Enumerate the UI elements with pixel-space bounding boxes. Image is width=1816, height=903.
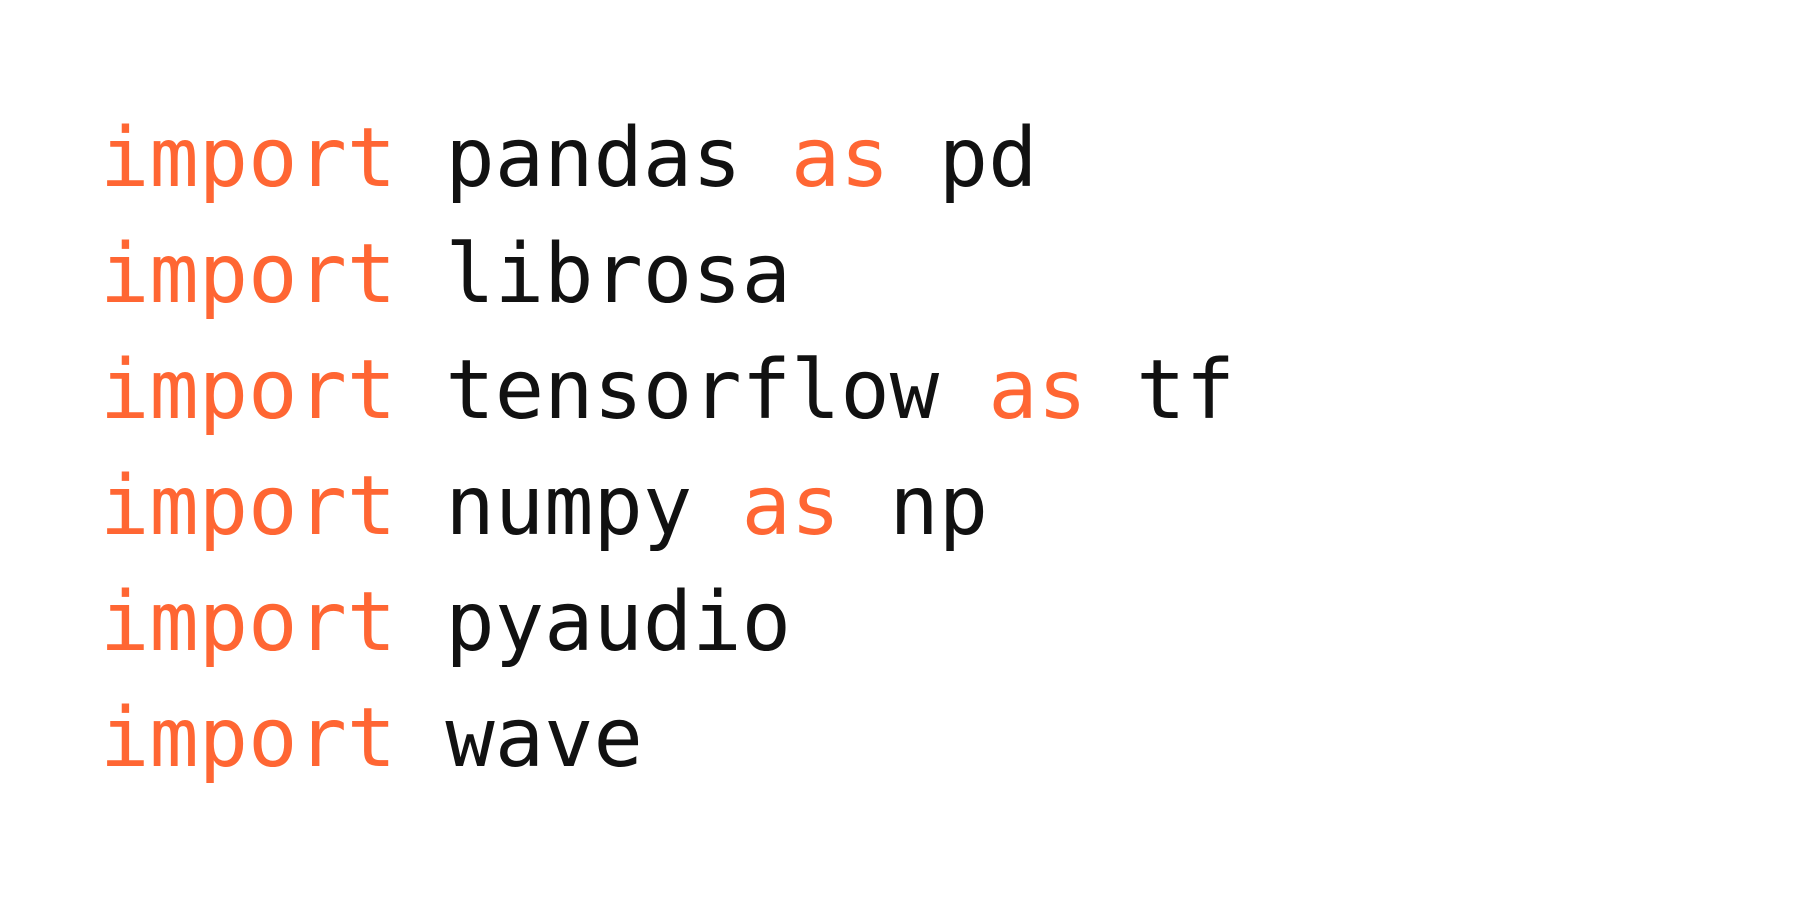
module-name: numpy xyxy=(445,459,693,554)
import-keyword: import xyxy=(100,575,397,670)
code-line: import wave xyxy=(100,681,1235,797)
import-keyword: import xyxy=(100,691,397,786)
module-alias: tf xyxy=(1136,343,1235,438)
module-alias: pd xyxy=(938,111,1038,206)
import-keyword: import xyxy=(100,343,397,438)
import-keyword: import xyxy=(100,111,397,206)
module-alias: np xyxy=(889,459,989,554)
as-keyword: as xyxy=(988,343,1088,438)
code-line: import pyaudio xyxy=(100,565,1235,681)
module-name: pandas xyxy=(445,111,742,206)
module-name: librosa xyxy=(445,227,791,322)
module-name: pyaudio xyxy=(445,575,791,670)
import-keyword: import xyxy=(100,459,397,554)
import-keyword: import xyxy=(100,227,397,322)
as-keyword: as xyxy=(790,111,890,206)
module-name: wave xyxy=(445,691,643,786)
module-name: tensorflow xyxy=(445,343,940,438)
code-line: import librosa xyxy=(100,217,1235,333)
as-keyword: as xyxy=(741,459,841,554)
